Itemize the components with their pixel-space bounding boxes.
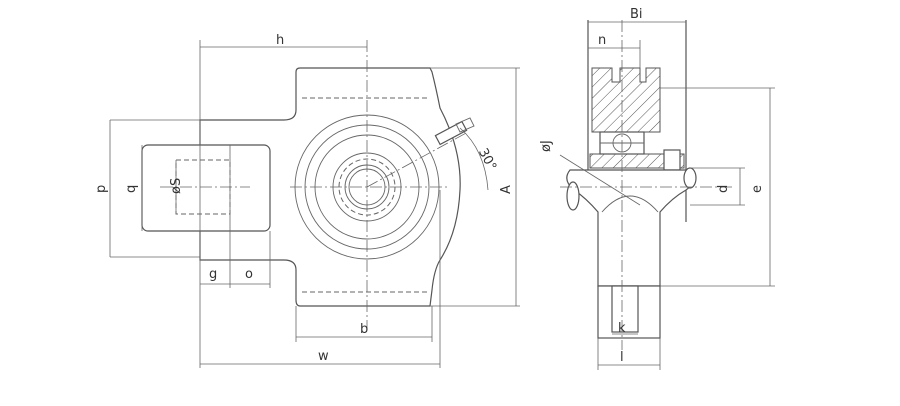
housing-section: [591, 67, 661, 133]
dim-q-label: q: [124, 185, 139, 193]
dim-w-label: w: [318, 349, 329, 364]
dim-a-label: A: [499, 185, 514, 194]
side-view: Bi n øJ d e k l: [539, 7, 775, 370]
angle-label: 30°: [475, 146, 499, 173]
dim-l-label: l: [620, 350, 624, 365]
dim-d-label: d: [716, 185, 731, 193]
inner-ring-section: [589, 153, 685, 169]
grease-fitting: [366, 117, 475, 188]
slot-block: [141, 144, 271, 232]
dim-j-label: øJ: [539, 140, 554, 152]
dim-e-label: e: [750, 185, 765, 193]
dim-bi-label: Bi: [630, 7, 643, 22]
dim-k-label: k: [618, 321, 626, 336]
dim-n-label: n: [598, 33, 606, 48]
dim-p-label: p: [94, 185, 109, 193]
dim-o-label: o: [245, 267, 253, 282]
front-view: 30° h p q øS A g o b w: [94, 33, 520, 368]
dim-h-label: h: [276, 33, 284, 48]
dim-b-label: b: [360, 322, 368, 337]
set-screw: [663, 149, 681, 171]
dim-g-label: g: [209, 267, 217, 282]
dim-s-label: øS: [169, 178, 184, 194]
